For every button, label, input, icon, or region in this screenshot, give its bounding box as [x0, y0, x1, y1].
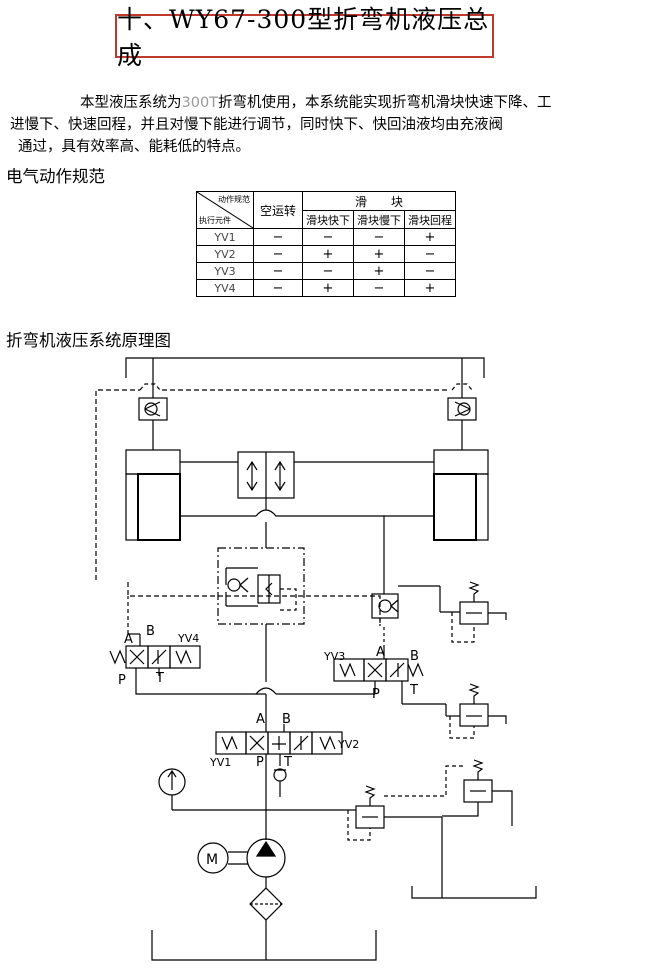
solenoid-yv3-label: YV3 — [323, 650, 345, 663]
prefill-valve-right — [447, 358, 477, 450]
relief-valve-1 — [451, 581, 507, 643]
table-row: YV3 − − + − — [196, 262, 456, 280]
check-valve-right — [371, 593, 399, 619]
relief-valve-4 — [384, 759, 513, 826]
table-row: YV2 − + + − — [196, 245, 456, 263]
para-line-1: 本型液压系统为300T折弯机使用，本系统能实现折弯机滑块快速下降、工 — [8, 92, 648, 114]
port-p-right: P — [372, 687, 380, 702]
solenoid-yv2-label: YV2 — [337, 738, 359, 751]
row-name: YV4 — [196, 279, 254, 297]
port-b-right: B — [410, 649, 419, 664]
port-p-main: P — [256, 755, 264, 770]
pilot-line-top — [95, 389, 140, 580]
port-b-main: B — [282, 712, 291, 727]
solenoid-yv1-label: YV1 — [209, 756, 231, 769]
port-t-main: T — [283, 755, 292, 770]
pilot-line-mid — [127, 582, 381, 626]
motor — [197, 842, 248, 874]
corner-top-label: 动作规范 — [218, 195, 250, 204]
directional-valve-yv3 — [316, 626, 446, 705]
check-valve-tank — [273, 768, 287, 797]
action-table: 动作规范 执行元件 空运转 滑 块 滑块快下 滑块慢下 滑块回程 YV1 − −… — [196, 190, 456, 297]
section-heading-electrical: 电气动作规范 — [6, 167, 105, 186]
corner-diagonal — [197, 192, 253, 228]
title-box: 十、WY67-300型折弯机液压总成 — [115, 5, 494, 70]
para-text: 折弯机使用，本系统能实现折弯机滑块快速下降、工 — [218, 95, 552, 111]
port-a-right: A — [376, 645, 385, 660]
pump — [246, 838, 286, 888]
top-frame — [125, 357, 485, 378]
cylinder-left — [125, 449, 256, 541]
pilot-line-right-top — [451, 383, 473, 391]
tank-main — [151, 930, 377, 961]
balance-module — [217, 547, 305, 625]
page-title: 十、WY67-300型折弯机液压总成 — [117, 5, 490, 70]
table-corner: 动作规范 执行元件 — [196, 191, 254, 229]
pilot-line-left-top — [139, 383, 161, 391]
section-heading-schematic: 折弯机液压系统原理图 — [6, 331, 171, 350]
motor-label: M — [206, 852, 218, 868]
intro-paragraph: 本型液压系统为300T折弯机使用，本系统能实现折弯机滑块快速下降、工 进慢下、快… — [8, 92, 648, 158]
pressure-gauge — [158, 768, 344, 811]
header-fast-down: 滑块快下 — [302, 210, 354, 229]
para-line-2: 进慢下、快速回程，并且对慢下能进行调节，同时快下、快回油液均由充液阀 — [10, 117, 503, 133]
port-a-main: A — [256, 712, 265, 727]
port-b-left: B — [146, 624, 155, 639]
line-crossing — [255, 509, 284, 517]
cell: + — [404, 279, 456, 297]
filter — [249, 887, 283, 960]
tank-right — [411, 886, 537, 899]
port-t-right: T — [409, 683, 418, 698]
prefill-valve-left — [138, 358, 168, 450]
row-name: YV1 — [196, 228, 254, 246]
directional-valve-yv4 — [109, 596, 266, 695]
header-return: 滑块回程 — [404, 210, 456, 229]
port-p-left: P — [118, 673, 126, 688]
para-capacity: 300T — [181, 95, 219, 111]
solenoid-yv4-label: YV4 — [177, 632, 199, 645]
para-text: 本型液压系统为 — [80, 95, 182, 111]
corner-bottom-label: 执行元件 — [199, 216, 231, 225]
table-row: YV4 − + − + — [196, 279, 456, 297]
port-a-left: A — [124, 632, 133, 647]
throttle-valve-top — [237, 451, 378, 499]
cylinder-right — [284, 449, 489, 541]
header-slider: 滑 块 — [302, 190, 456, 212]
cell: − — [353, 279, 405, 297]
relief-valve-3 — [344, 785, 443, 898]
relief-valve-2 — [445, 683, 507, 739]
para-line-3: 通过，具有效率高、能耗低的特点。 — [18, 139, 250, 155]
port-t-left: T — [155, 671, 164, 686]
directional-valve-yv1-yv2 — [215, 724, 343, 840]
header-idle: 空运转 — [253, 191, 303, 229]
